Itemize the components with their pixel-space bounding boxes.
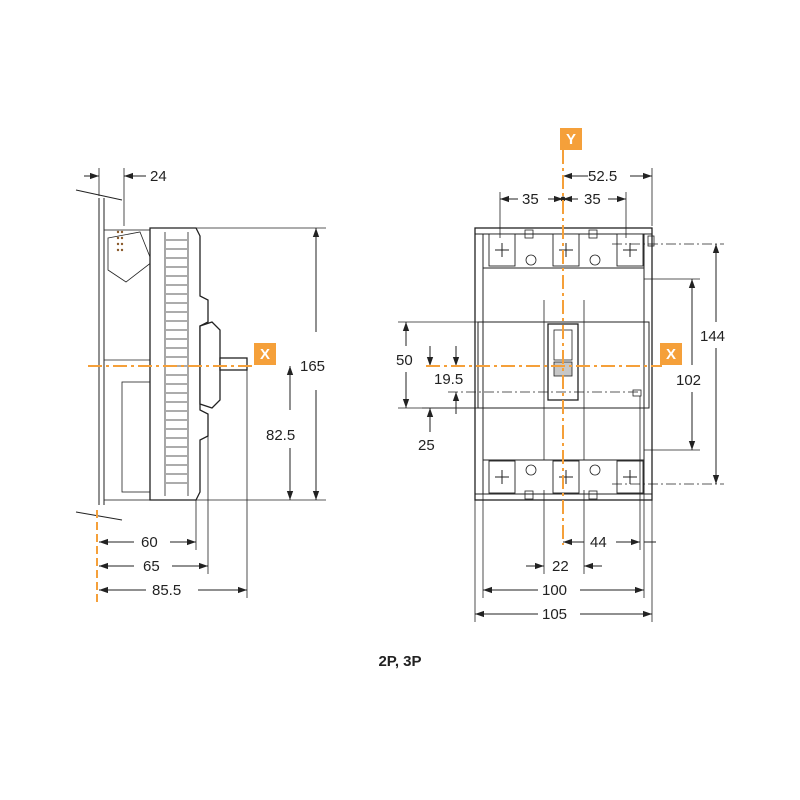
terminal — [488, 460, 516, 494]
y-axis-label: Y — [566, 131, 576, 148]
mounting-plate — [75, 189, 123, 521]
side-body — [149, 227, 248, 501]
dim-22: 22 — [552, 558, 569, 575]
terminal — [616, 460, 644, 494]
terminal — [488, 233, 516, 267]
dim-85-5: 85.5 — [152, 582, 181, 599]
side-axis-lines: X — [88, 343, 276, 604]
dim-165: 165 — [300, 358, 325, 375]
dim-82-5: 82.5 — [266, 427, 295, 444]
terminal — [552, 233, 580, 267]
front-view: 52.5 35 35 144 102 — [396, 128, 725, 623]
front-axis-lines: Y X — [426, 128, 682, 545]
diagram-caption: 2P, 3P — [378, 653, 422, 670]
dim-35-left: 35 — [522, 191, 539, 208]
front-body — [474, 227, 655, 501]
dim-100: 100 — [542, 582, 567, 599]
y-axis-tag — [560, 128, 582, 150]
dim-65: 65 — [143, 558, 160, 575]
dim-50: 50 — [396, 352, 413, 369]
dim-102: 102 — [676, 372, 701, 389]
dim-19-5: 19.5 — [434, 371, 463, 388]
dim-144: 144 — [700, 328, 725, 345]
dim-52-5: 52.5 — [588, 168, 617, 185]
dim-60: 60 — [141, 534, 158, 551]
terminal-clips — [524, 229, 655, 500]
x-axis-label-side: X — [260, 346, 270, 363]
side-view: 24 165 82.5 60 65 — [75, 168, 326, 604]
dim-24: 24 — [150, 168, 167, 185]
mounting-holes — [525, 254, 601, 476]
x-axis-tag-side — [254, 343, 276, 365]
side-dimensions: 24 165 82.5 60 65 — [84, 168, 326, 599]
terminal-screws — [488, 233, 644, 494]
dim-25: 25 — [418, 437, 435, 454]
x-axis-label-front: X — [666, 346, 676, 363]
dim-44: 44 — [590, 534, 607, 551]
x-axis-tag-front — [660, 343, 682, 365]
front-dimensions: 52.5 35 35 144 102 — [396, 168, 725, 623]
dim-35-right: 35 — [584, 191, 601, 208]
terminal — [552, 460, 580, 494]
dim-105: 105 — [542, 606, 567, 623]
terminal — [616, 233, 644, 267]
